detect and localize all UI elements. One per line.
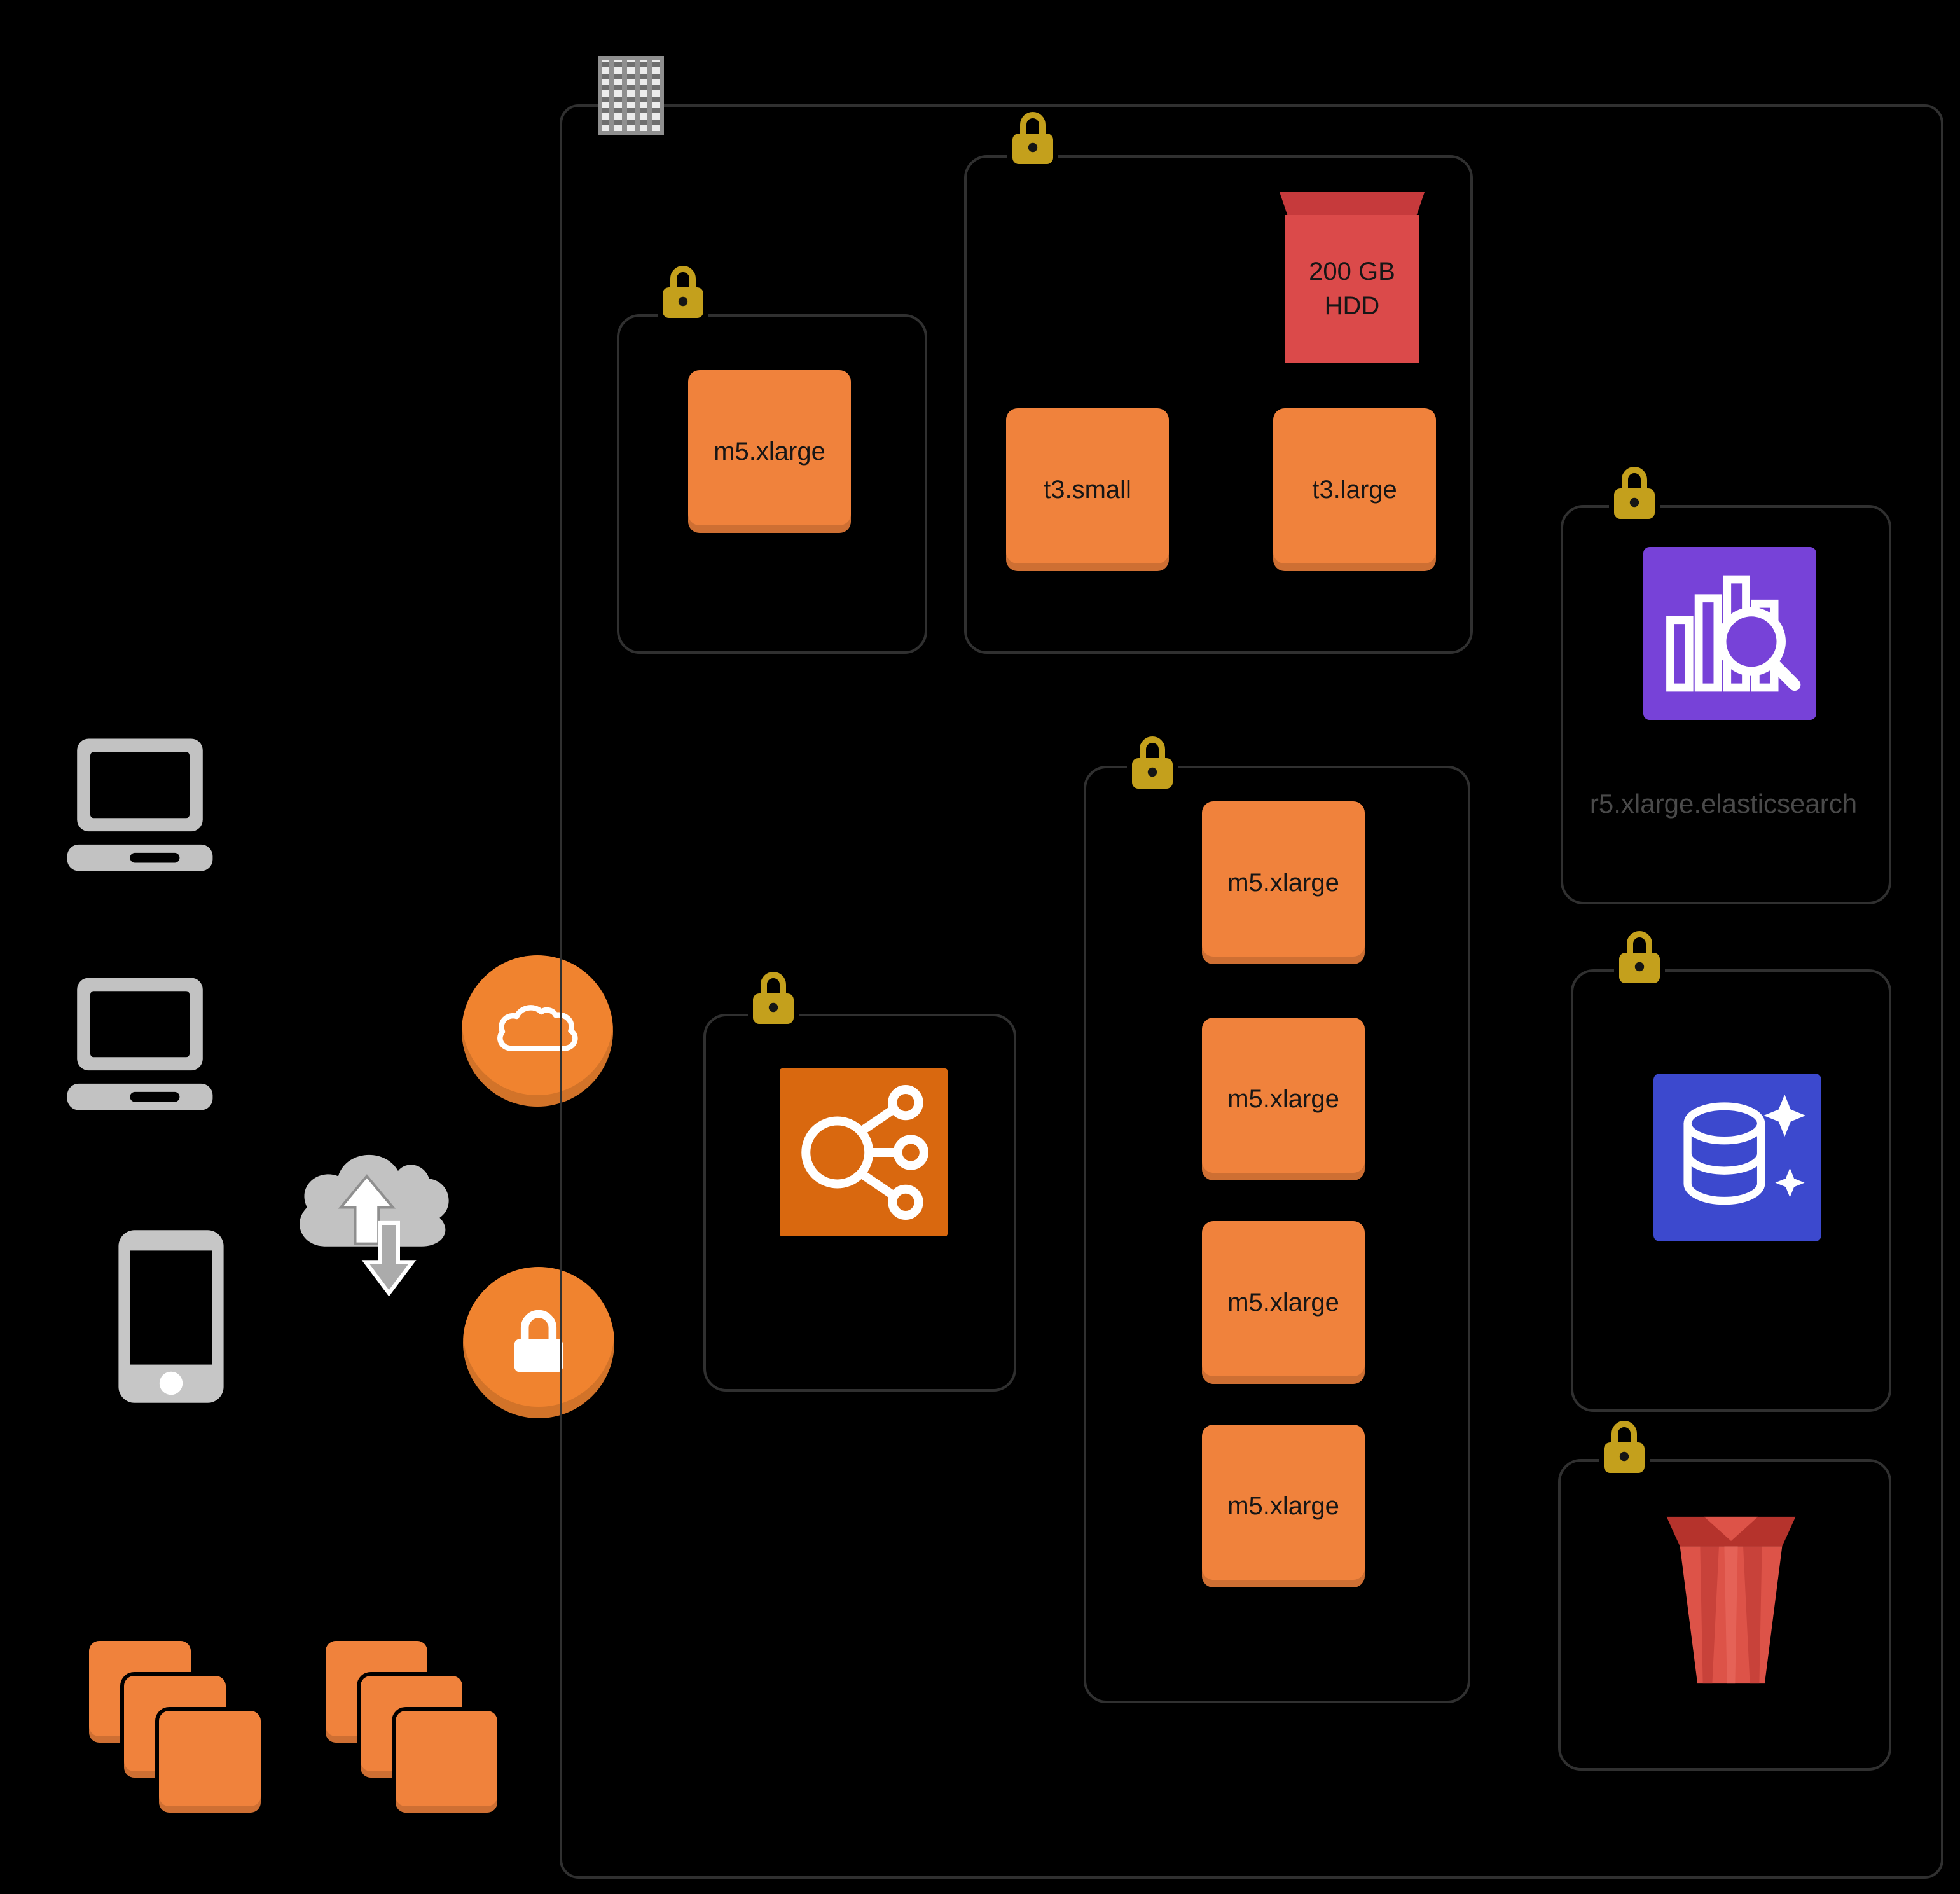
database-sparkle-glyph	[1683, 1095, 1806, 1205]
ec2-stack-square	[396, 1711, 497, 1813]
elasticsearch-label: r5.xlarge.elasticsearch	[1589, 789, 1858, 819]
cloud-gateway-icon	[462, 955, 613, 1107]
security-group-storage	[1558, 1459, 1891, 1771]
instance-label: m5.xlarge	[714, 437, 825, 466]
ec2-instance: m5.xlarge	[1202, 1221, 1365, 1384]
ec2-instance: m5.xlarge	[1202, 801, 1365, 964]
cloud-glyph	[497, 1005, 578, 1051]
elasticsearch-icon	[1643, 547, 1816, 720]
volume-type: HDD	[1324, 292, 1380, 320]
security-lock-icon	[1609, 462, 1660, 522]
ec2-instance: t3.large	[1273, 408, 1436, 571]
auth-lock-icon	[463, 1267, 614, 1418]
security-lock-icon	[1599, 1416, 1650, 1476]
security-lock-icon	[1007, 107, 1058, 167]
volume-lid	[1280, 192, 1425, 218]
instance-label: m5.xlarge	[1227, 1084, 1339, 1113]
elasticsearch-glyph	[1666, 575, 1801, 692]
instance-label: m5.xlarge	[1227, 868, 1339, 897]
security-group-balancer	[703, 1014, 1016, 1392]
s3-bucket-icon	[1666, 1516, 1796, 1684]
instance-label: m5.xlarge	[1227, 1491, 1339, 1520]
volume-size: 200 GB	[1309, 258, 1395, 286]
security-group-cache	[1571, 969, 1891, 1412]
load-balancer-icon	[780, 1068, 948, 1236]
ec2-stack-square	[159, 1711, 261, 1813]
internet-cloud-icon	[300, 1154, 449, 1297]
security-group-bastion	[617, 314, 927, 654]
instance-label: t3.small	[1044, 475, 1131, 504]
volume-label: 200 GB HDD	[1285, 215, 1419, 363]
security-lock-icon	[1127, 731, 1178, 791]
ec2-instance: m5.xlarge	[1202, 1425, 1365, 1587]
security-group-app	[1084, 766, 1470, 1703]
smartphone-icon	[118, 1230, 224, 1403]
laptop-icon	[67, 738, 213, 871]
load-balancer-glyph	[801, 1084, 928, 1220]
security-lock-icon	[1614, 926, 1665, 986]
instance-label: t3.large	[1312, 475, 1397, 504]
elasticache-icon	[1653, 1074, 1821, 1241]
security-group-search	[1561, 505, 1891, 904]
security-lock-icon	[748, 967, 799, 1026]
ec2-instance-stack	[89, 1641, 262, 1814]
security-lock-icon	[658, 261, 708, 321]
ec2-instance: m5.xlarge	[688, 370, 851, 533]
corporate-building-icon	[598, 56, 664, 135]
ec2-instance: t3.small	[1006, 408, 1169, 571]
ec2-instance-stack	[326, 1641, 499, 1814]
ec2-instance: m5.xlarge	[1202, 1018, 1365, 1180]
laptop-icon	[67, 978, 213, 1110]
security-group-web	[964, 155, 1473, 654]
ebs-volume: 200 GB HDD	[1280, 192, 1425, 363]
instance-label: m5.xlarge	[1227, 1288, 1339, 1317]
vpc-boundary	[560, 104, 1943, 1879]
lock-glyph	[514, 1310, 563, 1372]
